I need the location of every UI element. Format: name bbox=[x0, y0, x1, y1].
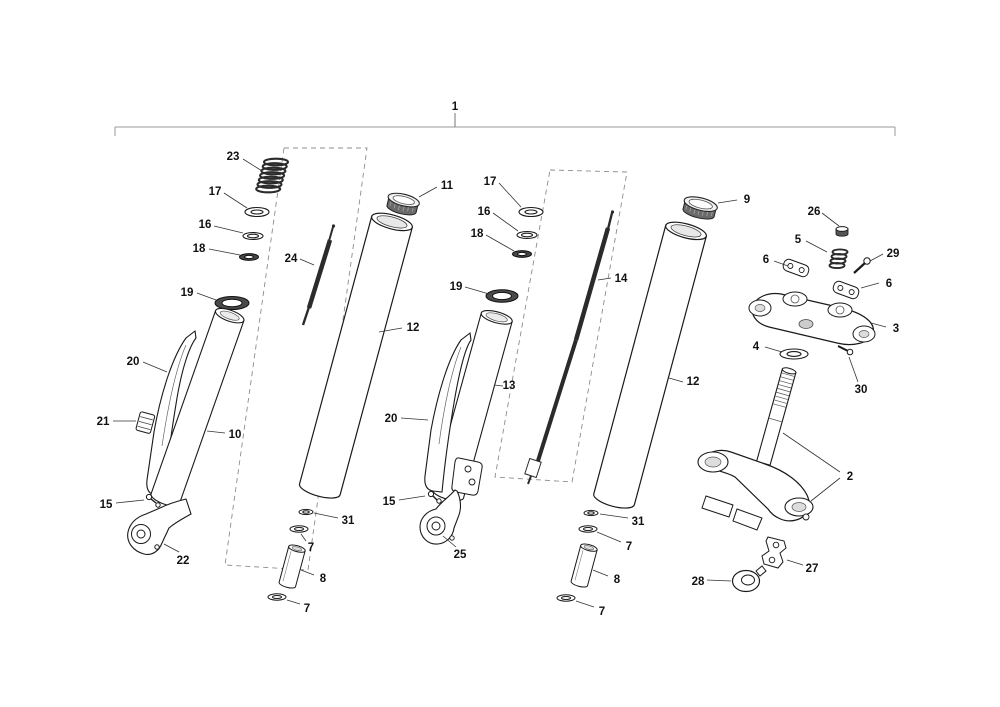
callout-28: 28 bbox=[692, 576, 705, 588]
seal-19-left bbox=[214, 296, 250, 310]
screws-15-left bbox=[145, 493, 161, 508]
washer-7-right-upper bbox=[578, 525, 598, 533]
washer-31-left bbox=[298, 508, 314, 516]
callout-7-right-lower: 7 bbox=[599, 606, 605, 618]
callout-15-right: 15 bbox=[383, 496, 396, 508]
fork-cap-11 bbox=[386, 192, 420, 216]
callout-17-left: 17 bbox=[209, 186, 222, 198]
callout-26: 26 bbox=[808, 206, 821, 218]
callout-21: 21 bbox=[97, 416, 110, 428]
callout-7-left-upper: 7 bbox=[308, 542, 314, 554]
axle-foot-22 bbox=[127, 498, 192, 555]
lower-triple-clamp-2 bbox=[697, 449, 814, 531]
callout-15-left: 15 bbox=[100, 499, 113, 511]
assembly-bracket bbox=[114, 113, 896, 136]
clamp-half-6-a bbox=[782, 258, 810, 278]
fork-tube-12-right bbox=[593, 221, 708, 509]
washer-7-left-upper bbox=[289, 525, 309, 533]
ring-16-right bbox=[516, 230, 538, 240]
bushing-8-right bbox=[570, 543, 598, 588]
clamp-ring-28 bbox=[731, 565, 767, 593]
fork-tube-12-left bbox=[298, 212, 414, 499]
callout-assembly-1: 1 bbox=[452, 101, 459, 113]
steering-stem bbox=[755, 367, 797, 466]
callout-29: 29 bbox=[887, 248, 900, 260]
dashed-box-left bbox=[224, 147, 368, 571]
callout-27: 27 bbox=[806, 563, 819, 575]
spring-23 bbox=[255, 157, 290, 194]
callout-20-left: 20 bbox=[127, 356, 140, 368]
washer-7-right-lower bbox=[556, 594, 576, 602]
nut-26 bbox=[835, 226, 849, 237]
callout-24: 24 bbox=[285, 253, 298, 265]
callout-3: 3 bbox=[893, 323, 899, 335]
washer-31-right bbox=[583, 509, 599, 517]
clamp-21 bbox=[135, 411, 156, 434]
washer-7-left-lower bbox=[267, 593, 287, 601]
callout-17-right: 17 bbox=[484, 176, 497, 188]
callout-4: 4 bbox=[753, 341, 760, 353]
callout-11: 11 bbox=[441, 180, 454, 192]
callout-7-right-upper: 7 bbox=[626, 541, 632, 553]
callout-13: 13 bbox=[503, 380, 516, 392]
callout-6-b: 6 bbox=[886, 278, 892, 290]
bushing-8-left bbox=[278, 544, 306, 589]
dashed-box-right bbox=[494, 169, 628, 483]
callout-18-left: 18 bbox=[193, 243, 206, 255]
bolt-29 bbox=[853, 257, 871, 274]
callout-8-left: 8 bbox=[320, 573, 327, 585]
bracket-27 bbox=[761, 536, 787, 569]
callout-14: 14 bbox=[615, 273, 628, 285]
callout-5: 5 bbox=[795, 234, 802, 246]
callout-16-right: 16 bbox=[478, 206, 491, 218]
callout-30: 30 bbox=[855, 384, 868, 396]
callout-19-left: 19 bbox=[181, 287, 194, 299]
callout-19-right: 19 bbox=[450, 281, 463, 293]
callout-31-right: 31 bbox=[632, 516, 645, 528]
callout-2: 2 bbox=[847, 471, 853, 483]
callout-18-right: 18 bbox=[471, 228, 484, 240]
callout-20-right: 20 bbox=[385, 413, 398, 425]
callout-25: 25 bbox=[454, 549, 467, 561]
seal-19-right bbox=[485, 289, 519, 303]
callout-9: 9 bbox=[744, 194, 750, 206]
fork-guard-20-right bbox=[424, 331, 472, 493]
callout-labels: 1 23 17 16 18 24 19 11 12 20 21 10 15 22… bbox=[97, 101, 900, 618]
callout-31-left: 31 bbox=[342, 515, 355, 527]
ring-18-left bbox=[239, 253, 259, 261]
spring-5 bbox=[828, 248, 849, 270]
callout-16-left: 16 bbox=[199, 219, 212, 231]
washer-17-right bbox=[518, 206, 544, 218]
pinch-bolt-30 bbox=[837, 345, 854, 356]
callout-23: 23 bbox=[227, 151, 240, 163]
damper-rod-14 bbox=[524, 210, 615, 485]
callout-7-left-lower: 7 bbox=[304, 603, 310, 615]
clamp-half-6-b bbox=[832, 280, 860, 300]
callout-22: 22 bbox=[177, 555, 190, 567]
top-triple-clamp-3 bbox=[748, 291, 876, 346]
callout-8-right: 8 bbox=[614, 574, 621, 586]
callout-10: 10 bbox=[229, 429, 242, 441]
ring-16-left bbox=[242, 231, 264, 241]
washer-4 bbox=[779, 348, 809, 360]
callout-12-left: 12 bbox=[407, 322, 420, 334]
callout-6-a: 6 bbox=[763, 254, 769, 266]
washer-17-left bbox=[244, 206, 270, 218]
leader-lines bbox=[113, 158, 887, 608]
axle-foot-25 bbox=[419, 457, 483, 545]
ring-18-right bbox=[512, 250, 532, 258]
screws-15-right bbox=[427, 490, 442, 504]
fork-cap-9 bbox=[682, 196, 718, 220]
callout-12-right: 12 bbox=[687, 376, 700, 388]
damper-rod-24 bbox=[301, 224, 336, 326]
